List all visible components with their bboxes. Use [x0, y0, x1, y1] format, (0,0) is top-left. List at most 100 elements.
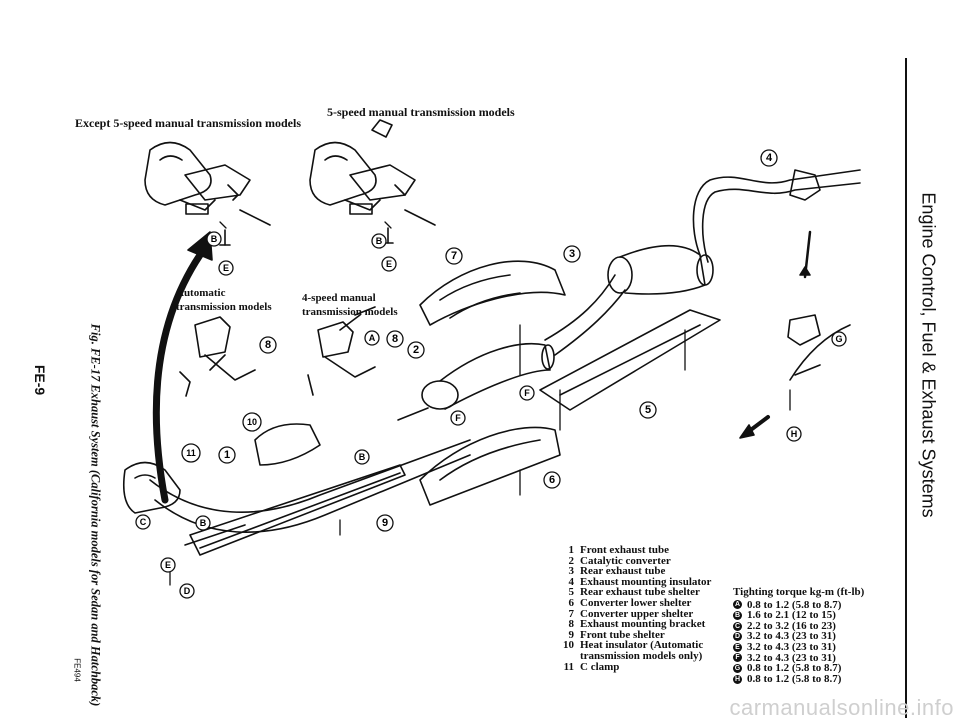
svg-text:B: B [376, 236, 383, 246]
callout-4: 4 [760, 149, 778, 167]
label-4speed: 4-speed manual transmission models [302, 292, 398, 318]
svg-text:B: B [359, 452, 366, 462]
svg-text:E: E [223, 263, 229, 273]
svg-text:1: 1 [224, 449, 230, 461]
rear-exhaust-tube [544, 169, 861, 356]
svg-text:F: F [455, 413, 461, 423]
callouts: 7 3 4 2 5 6 8 8 10 11 1 9 B E B E A F F … [135, 149, 847, 599]
torque-letter-icon: F [733, 653, 742, 663]
callout-8a: 8 [259, 336, 277, 354]
svg-text:10: 10 [247, 417, 257, 427]
callout-D: D [179, 583, 195, 599]
converter-upper-shelter [419, 260, 566, 326]
callout-B1: B [206, 231, 222, 247]
svg-text:5: 5 [645, 404, 651, 416]
svg-text:D: D [184, 586, 191, 596]
svg-text:E: E [386, 259, 392, 269]
figure-code: FE494 [72, 658, 82, 682]
torque-letter-icon: E [733, 642, 742, 652]
torque-letter-icon: G [733, 663, 742, 673]
automatic-bracket [179, 316, 256, 397]
svg-text:6: 6 [549, 474, 555, 486]
callout-A1: A [364, 330, 380, 346]
callout-3: 3 [563, 245, 581, 263]
legend-row: transmission models only) [580, 649, 703, 662]
curved-arrow [152, 251, 204, 504]
svg-text:E: E [165, 560, 171, 570]
svg-text:C: C [140, 517, 147, 527]
callout-E2: E [381, 256, 397, 272]
torque-letter-icon: A [733, 600, 742, 610]
torque-title: Tighting torque kg-m (ft-lb) [733, 586, 865, 598]
callout-7: 7 [445, 247, 463, 265]
callout-8b: 8 [386, 330, 404, 348]
callout-E3: E [160, 557, 176, 573]
svg-text:4: 4 [766, 152, 773, 164]
callout-D2: F [519, 385, 535, 401]
callout-1: 1 [218, 446, 236, 464]
manifold-detail-left [144, 141, 271, 246]
svg-text:8: 8 [392, 333, 398, 345]
callout-E1: E [218, 260, 234, 276]
torque-letter-icon: D [733, 632, 742, 642]
svg-text:11: 11 [186, 448, 196, 458]
callout-H: H [786, 426, 802, 442]
callout-G: G [831, 331, 847, 347]
svg-text:3: 3 [569, 248, 575, 260]
callout-9: 9 [376, 514, 394, 532]
front-exhaust-tube [122, 439, 471, 546]
mounting-insulator-detail [787, 169, 851, 381]
callout-B2: B [371, 233, 387, 249]
callout-5: 5 [639, 401, 657, 419]
manifold-detail-middle [309, 119, 436, 244]
callout-B3: B [354, 449, 370, 465]
svg-text:B: B [200, 518, 207, 528]
svg-text:A: A [369, 333, 376, 343]
section-title: Engine Control, Fuel & Exhaust Systems [918, 192, 939, 518]
four-speed-bracket [307, 306, 376, 396]
callout-2: 2 [407, 341, 425, 359]
svg-text:9: 9 [382, 517, 388, 529]
callout-C: C [135, 514, 151, 530]
svg-text:7: 7 [451, 250, 457, 262]
label-5speed: 5-speed manual transmission models [327, 105, 515, 119]
torque-letter-icon: B [733, 610, 742, 620]
heat-insulator [254, 423, 321, 466]
torque-letter-icon: C [733, 621, 742, 631]
callout-B4: B [195, 515, 211, 531]
label-automatic: Automatic transmission models [176, 287, 272, 313]
torque-letter-icon: H [733, 674, 742, 684]
svg-text:B: B [211, 234, 218, 244]
section-divider [905, 58, 907, 718]
callout-6: 6 [543, 471, 561, 489]
svg-text:8: 8 [265, 339, 271, 351]
catalytic-converter [397, 342, 555, 421]
bolts [169, 221, 791, 586]
callout-F: F [450, 410, 466, 426]
figure-caption: Fig. FE-17 Exhaust System (California mo… [88, 323, 103, 707]
svg-text:F: F [524, 388, 530, 398]
svg-text:2: 2 [413, 344, 419, 356]
converter-lower-shelter [419, 426, 561, 506]
page-number: FE-9 [32, 364, 48, 396]
